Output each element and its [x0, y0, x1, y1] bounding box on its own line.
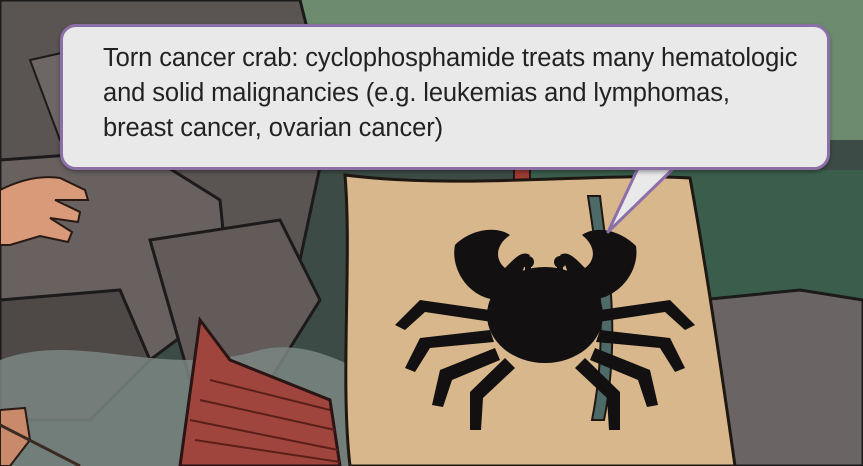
oar-line	[0, 423, 81, 466]
callout-text: Torn cancer crab: cyclophosphamide treat…	[103, 44, 798, 142]
caption-callout: Torn cancer crab: cyclophosphamide treat…	[60, 24, 830, 170]
figure-arm	[0, 406, 32, 466]
crab-icon	[395, 229, 695, 430]
boat-bow	[178, 316, 342, 466]
hand-illustration	[0, 176, 90, 246]
